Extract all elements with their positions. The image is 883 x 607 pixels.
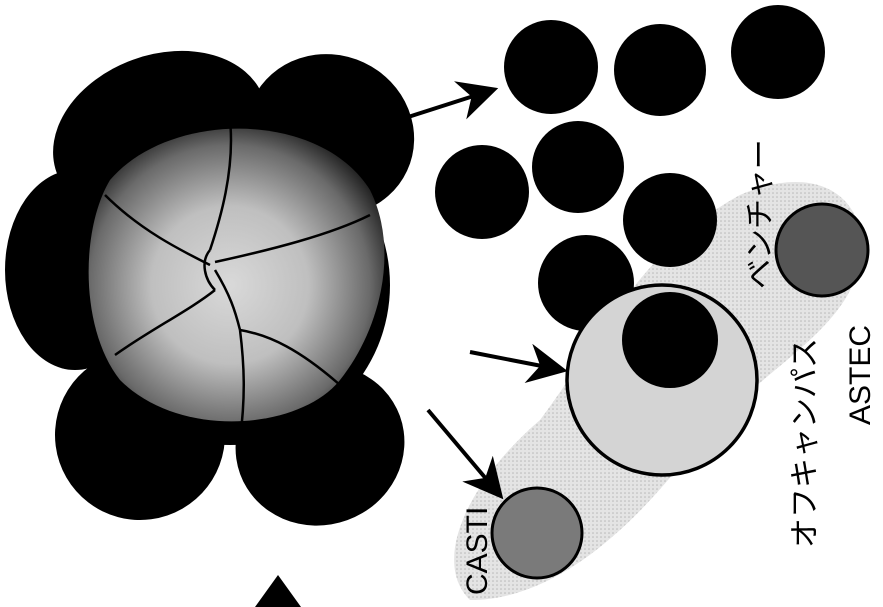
label-off-campus: オフキャンパス (789, 338, 822, 548)
arrow-bottom-partial (255, 575, 301, 607)
venture-circle (623, 173, 717, 267)
venture-circle-in-off-campus (622, 292, 718, 388)
arrow-to-off-campus (470, 352, 552, 368)
arrow-to-casti (428, 410, 493, 487)
arrow-to-ventures (405, 93, 483, 118)
venture-circle (731, 5, 825, 99)
university-flower (5, 22, 441, 549)
label-venture: ベンチャー (744, 139, 777, 289)
label-casti: CASTI (461, 507, 494, 595)
venture-circle (435, 145, 529, 239)
casti-circle (492, 488, 582, 578)
flower-core (89, 129, 385, 422)
astec-circle (776, 204, 868, 296)
venture-circle (532, 121, 624, 213)
venture-circle (504, 20, 598, 114)
venture-circle (614, 24, 706, 116)
label-astec: ASTEC (844, 325, 877, 425)
